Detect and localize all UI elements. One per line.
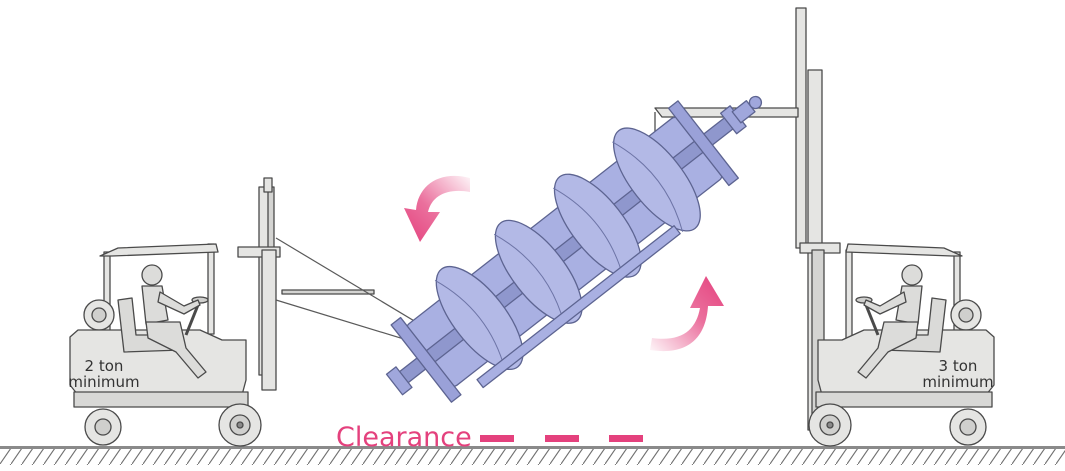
counterweight-wheel — [84, 300, 114, 330]
clearance-label: Clearance — [336, 422, 472, 453]
wheel-rear-right — [950, 409, 986, 445]
ground — [0, 446, 1065, 465]
curved-arrow-down-icon — [404, 176, 470, 242]
clearance-dash-3 — [609, 435, 643, 442]
curved-arrow-up-icon — [650, 276, 724, 351]
counterweight-wheel-right — [951, 300, 981, 330]
wheel-front-left — [219, 404, 261, 446]
clearance-dash-2 — [545, 435, 579, 442]
wheel-front-right — [809, 404, 851, 446]
wheel-rear-left — [85, 409, 121, 445]
right-capacity-line2: minimum — [922, 373, 993, 391]
left-forklift — [70, 178, 466, 446]
tilted-load — [356, 50, 798, 433]
left-capacity-line2: minimum — [68, 373, 139, 391]
clearance-dash-1 — [480, 435, 514, 442]
forks-left — [282, 290, 374, 294]
